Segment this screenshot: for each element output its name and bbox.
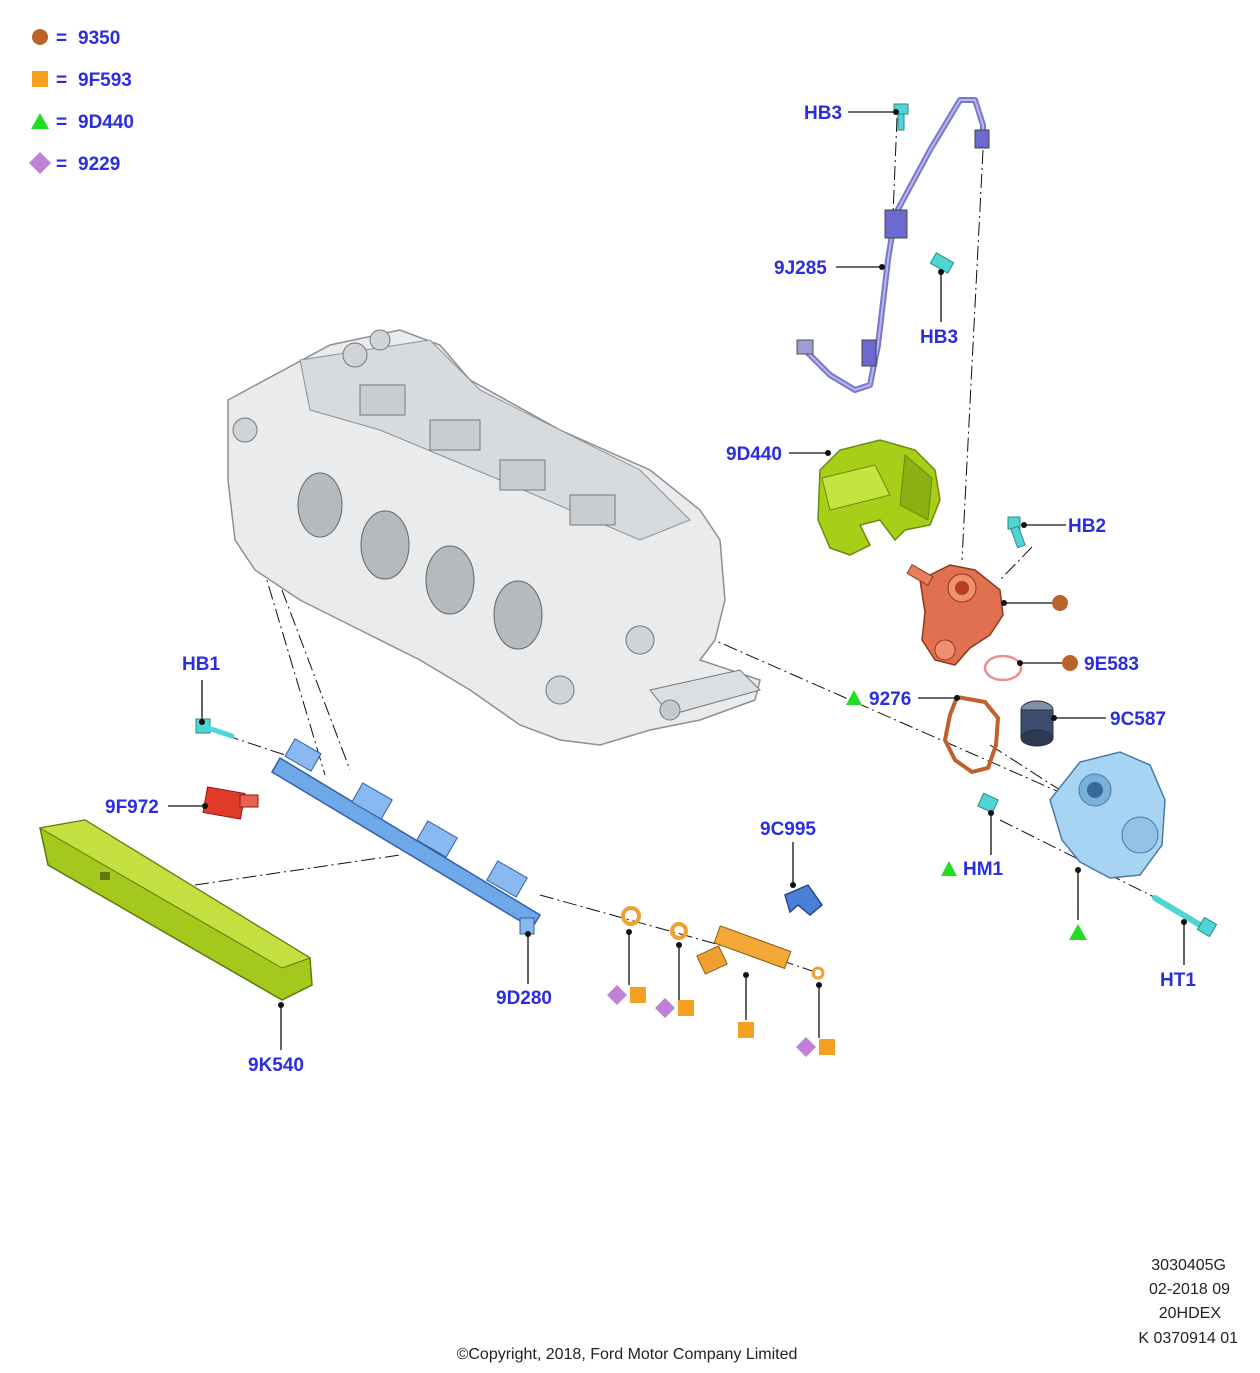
marker-diamond-1 — [607, 985, 627, 1005]
legend-code-triangle: 9D440 — [78, 112, 134, 133]
legend-eq-3: = — [56, 112, 67, 133]
legend-code-circle: 9350 — [78, 28, 120, 49]
legend-code-diamond: 9229 — [78, 154, 120, 175]
marker-triangle-9276 — [846, 690, 862, 705]
pressure-sensor-9f972 — [202, 786, 259, 820]
marker-diamond-4 — [796, 1037, 816, 1057]
label-hb3-top: HB3 — [804, 103, 842, 124]
fuel-rail-9d280 — [270, 738, 542, 935]
copyright: ©Copyright, 2018, Ford Motor Company Lim… — [457, 1346, 798, 1363]
label-9276: 9276 — [869, 689, 911, 710]
seal-ring-3 — [811, 966, 825, 980]
document-meta: 3030405G 02-2018 09 20HDEX K 0370914 01 … — [457, 1257, 1239, 1363]
fuel-pipe-9j285 — [796, 97, 990, 393]
marker-diamond-2 — [655, 998, 675, 1018]
legend-diamond-icon — [29, 152, 51, 174]
marker-square-2 — [678, 1000, 694, 1016]
marker-square-4 — [819, 1039, 835, 1055]
bracket-9c995 — [784, 884, 824, 916]
seal-ring-2 — [670, 922, 688, 940]
legend-circle-icon — [32, 29, 48, 45]
cylinder-head — [227, 329, 761, 746]
cover-9d440 — [817, 439, 941, 556]
tappet-9c587 — [1020, 700, 1054, 747]
legend-code-square: 9F593 — [78, 70, 132, 91]
bolt-ht1 — [1152, 895, 1218, 938]
marker-square-1 — [630, 987, 646, 1003]
leader-lines — [168, 109, 1187, 1050]
meta-code: 3030405G — [1151, 1257, 1226, 1274]
assembly-lines — [194, 117, 1161, 973]
label-ht1: HT1 — [1160, 970, 1196, 991]
marker-triangle-housing — [1069, 924, 1087, 940]
label-9d280: 9D280 — [496, 988, 552, 1009]
meta-model: 20HDEX — [1159, 1305, 1222, 1322]
meta-date: 02-2018 09 — [1149, 1281, 1230, 1298]
bolt-hb3-mid — [929, 252, 955, 274]
legend-triangle-icon — [31, 113, 49, 129]
insulator-9k540 — [38, 819, 313, 1001]
o-ring-9e583 — [983, 654, 1023, 682]
legend-square-icon — [32, 71, 48, 87]
label-hb1: HB1 — [182, 654, 220, 675]
seal-ring-1 — [621, 906, 641, 926]
label-9f972: 9F972 — [105, 797, 159, 818]
meta-ref: K 0370914 01 — [1138, 1330, 1238, 1347]
legend-eq-2: = — [56, 70, 67, 91]
pump-housing — [1049, 751, 1166, 879]
label-9j285: 9J285 — [774, 258, 827, 279]
fuel-injector — [696, 925, 792, 975]
bolt-hb2 — [1007, 516, 1026, 549]
label-9c587: 9C587 — [1110, 709, 1166, 730]
legend-eq-1: = — [56, 28, 67, 49]
symbol-markers — [607, 595, 1087, 1057]
fuel-pump — [906, 563, 1004, 666]
marker-circle-pump — [1052, 595, 1068, 611]
marker-circle-e583 — [1062, 655, 1078, 671]
legend-eq-4: = — [56, 154, 67, 175]
gasket-9276 — [942, 694, 1001, 775]
marker-square-3 — [738, 1022, 754, 1038]
label-hb3-mid: HB3 — [920, 327, 958, 348]
label-hb2: HB2 — [1068, 516, 1106, 537]
marker-triangle-hm1 — [941, 861, 957, 876]
stud-hm1 — [977, 792, 999, 814]
part-labels: HB3 9J285 HB3 9D440 HB2 9E583 9276 9C587… — [105, 103, 1196, 1076]
label-9k540: 9K540 — [248, 1055, 304, 1076]
legend: = 9350 = 9F593 = 9D440 = 9229 — [29, 28, 134, 175]
label-9d440: 9D440 — [726, 444, 782, 465]
label-9e583: 9E583 — [1084, 654, 1139, 675]
label-hm1: HM1 — [963, 859, 1004, 880]
bolt-hb3-top — [893, 103, 909, 131]
label-9c995: 9C995 — [760, 819, 816, 840]
